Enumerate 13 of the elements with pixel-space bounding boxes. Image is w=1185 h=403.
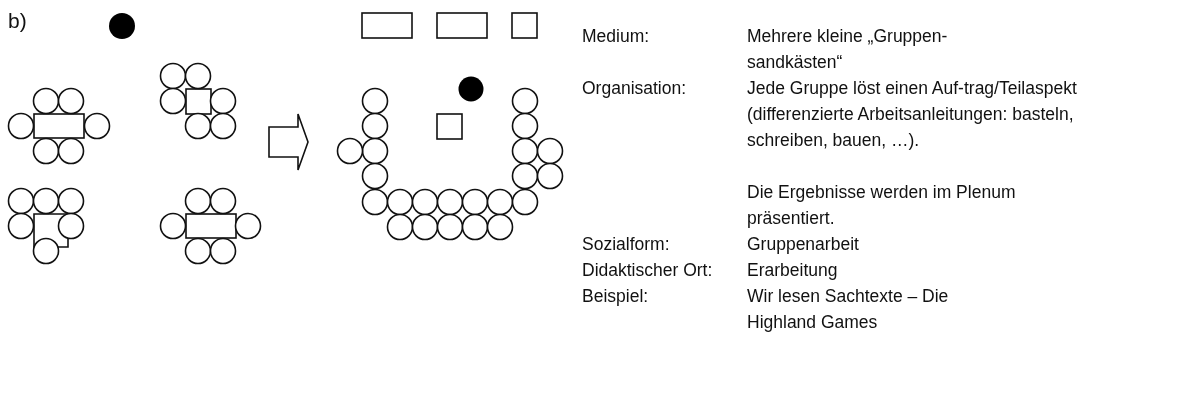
- table-text: Sozialform:: [582, 233, 670, 256]
- table-text: Die Ergebnisse werden im Plenum präsentiert.: [747, 181, 1017, 230]
- table-text: Erarbeitung: [747, 259, 838, 282]
- table-text: Organisation:: [582, 77, 687, 100]
- table-text: Jede Gruppe löst einen Auf-trag/Teilaspekt (differenzierte Arbeitsanleitungen: basteln, schreiben, bauen, …).: [747, 77, 1078, 152]
- table-text: Wir lesen Sachtexte – Die Highland Games: [747, 285, 950, 334]
- table-text: Beispiel:: [582, 285, 649, 308]
- panel-letter: b): [8, 8, 27, 34]
- table-text: Medium:: [582, 25, 650, 48]
- table-text: Didaktischer Ort:: [582, 259, 713, 282]
- block-arrow: [268, 113, 309, 171]
- table-text: Gruppenarbeit: [747, 233, 859, 256]
- table-text: Mehrere kleine „Gruppen-sandkästen“: [747, 25, 949, 74]
